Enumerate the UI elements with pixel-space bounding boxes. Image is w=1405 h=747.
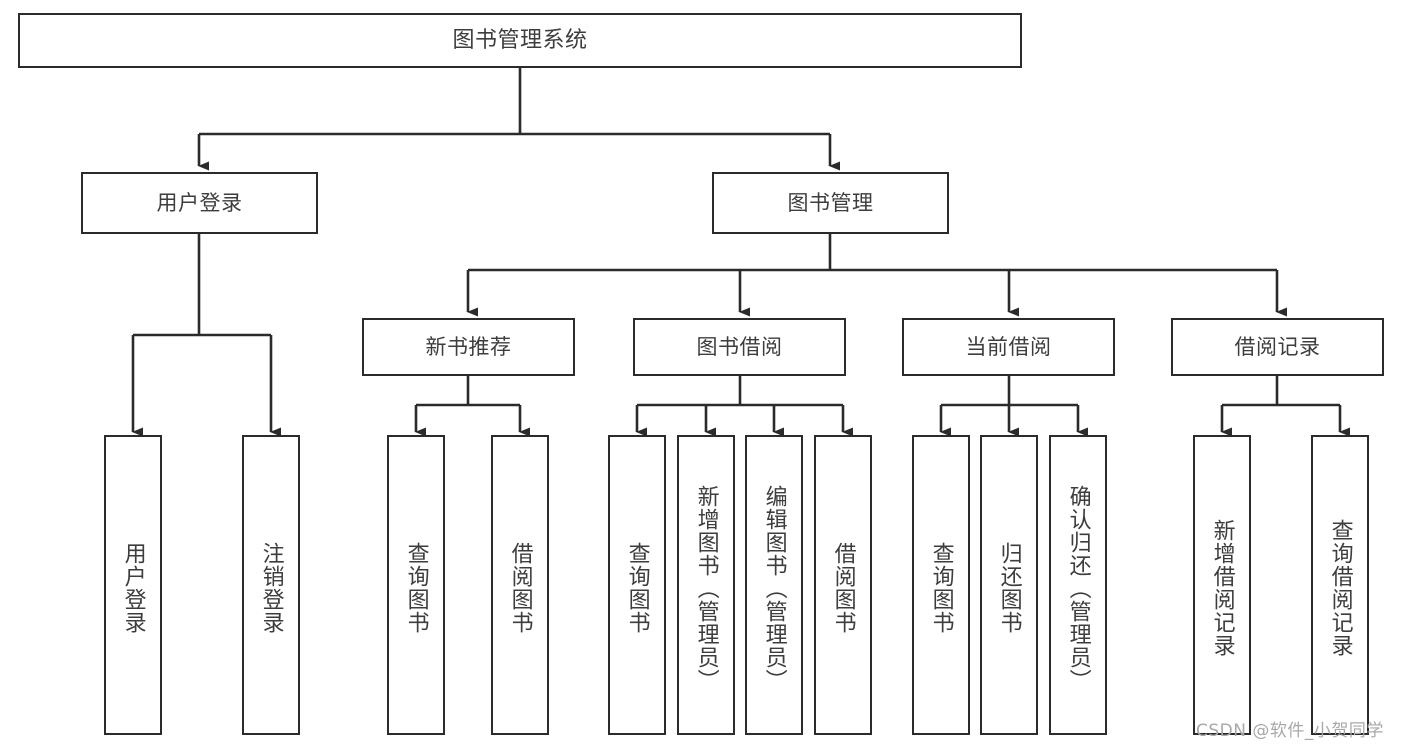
node-root-system[interactable]: 图书管理系统 [18,13,1022,68]
node-new-book-recommend[interactable]: 新书推荐 [362,318,575,376]
node-label: 新增借阅记录 [1209,519,1235,657]
node-label: 图书借阅 [696,334,783,359]
node-label: 查询图书 [624,542,650,634]
node-current-borrow[interactable]: 当前借阅 [902,318,1115,376]
node-label: 查询图书 [403,542,429,634]
node-book-manage[interactable]: 图书管理 [712,172,949,234]
node-leaf-logout[interactable]: 注销登录 [242,435,300,735]
node-leaf-borrow-book-2[interactable]: 借阅图书 [814,435,872,735]
node-leaf-borrow-book-1[interactable]: 借阅图书 [491,435,549,735]
node-label: 新书推荐 [425,334,512,359]
node-leaf-query-book-1[interactable]: 查询图书 [387,435,445,735]
node-label: 查询借阅记录 [1327,519,1353,657]
node-label: 编辑图书（管理员） [761,484,787,692]
node-label: 图书管理系统 [452,27,588,53]
node-label: 归还图书 [996,542,1022,634]
node-leaf-query-book-3[interactable]: 查询图书 [912,435,970,735]
node-label: 图书管理 [787,190,874,215]
node-label: 注销登录 [258,542,284,634]
node-label: 借阅记录 [1234,334,1321,359]
node-leaf-add-record[interactable]: 新增借阅记录 [1193,435,1251,735]
node-label: 借阅图书 [507,542,533,634]
node-label: 用户登录 [156,190,243,215]
watermark: CSDN @软件_小贺同学 [1196,721,1384,741]
node-leaf-query-record[interactable]: 查询借阅记录 [1311,435,1369,735]
node-leaf-query-book-2[interactable]: 查询图书 [608,435,666,735]
node-label: 新增图书（管理员） [693,484,719,692]
node-borrow-record[interactable]: 借阅记录 [1171,318,1384,376]
node-leaf-edit-book[interactable]: 编辑图书（管理员） [745,435,803,735]
node-label: 用户登录 [120,542,146,634]
node-leaf-add-book[interactable]: 新增图书（管理员） [677,435,735,735]
node-user-login[interactable]: 用户登录 [81,172,318,234]
node-label: 确认归还（管理员） [1065,484,1091,692]
node-leaf-confirm-return[interactable]: 确认归还（管理员） [1049,435,1107,735]
node-book-borrow[interactable]: 图书借阅 [633,318,846,376]
node-label: 借阅图书 [830,542,856,634]
node-label: 当前借阅 [965,334,1052,359]
node-leaf-return-book[interactable]: 归还图书 [980,435,1038,735]
node-leaf-user-login[interactable]: 用户登录 [104,435,162,735]
node-label: 查询图书 [928,542,954,634]
